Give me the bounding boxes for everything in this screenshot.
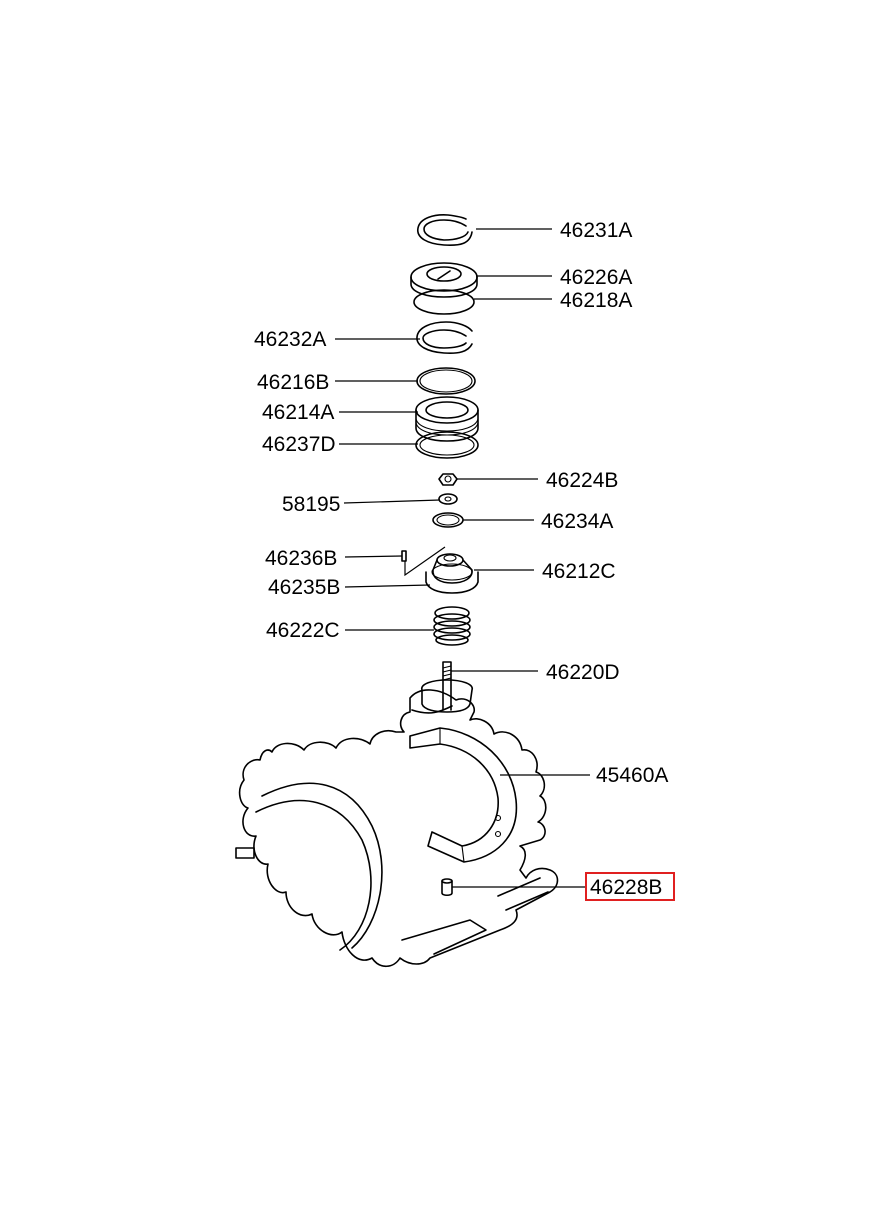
label-46235B[interactable]: 46235B [268,576,340,599]
label-46237D[interactable]: 46237D [262,433,336,456]
o-ring-cover [413,289,475,315]
label-46214A[interactable]: 46214A [262,401,334,424]
label-46220D[interactable]: 46220D [546,661,620,684]
piston-seal [415,431,479,459]
label-46226A[interactable]: 46226A [560,266,632,289]
label-46228B[interactable]: 46228B [590,876,662,899]
snap-ring-top [417,214,473,247]
label-46234A[interactable]: 46234A [541,510,613,533]
pin [401,550,407,562]
label-46231A[interactable]: 46231A [560,219,632,242]
highlight-box [585,872,675,901]
piston [415,396,479,442]
label-46236B[interactable]: 46236B [265,547,337,570]
piston-cover [410,262,478,298]
leader-lines [335,228,590,888]
label-46224B[interactable]: 46224B [546,469,618,492]
transmission-case [235,689,559,968]
label-46222C[interactable]: 46222C [266,619,340,642]
label-46218A[interactable]: 46218A [560,289,632,312]
anchor-rod [421,661,473,713]
retainer [404,546,479,594]
brake-band [409,727,518,863]
label-46216B[interactable]: 46216B [257,371,329,394]
label-58195[interactable]: 58195 [282,493,340,516]
o-ring-small [432,512,464,528]
label-46232A[interactable]: 46232A [254,328,326,351]
nut [438,473,458,486]
label-46212C[interactable]: 46212C [542,560,616,583]
return-spring [433,606,471,646]
snap-ring-middle [416,321,473,355]
label-45460A[interactable]: 45460A [596,764,668,787]
washer-small [438,493,458,505]
seal-ring [416,367,476,395]
part-labels: 46231A 46226A 46218A 46232A 46216B 46214… [254,219,675,901]
dowel-pin [441,878,453,897]
